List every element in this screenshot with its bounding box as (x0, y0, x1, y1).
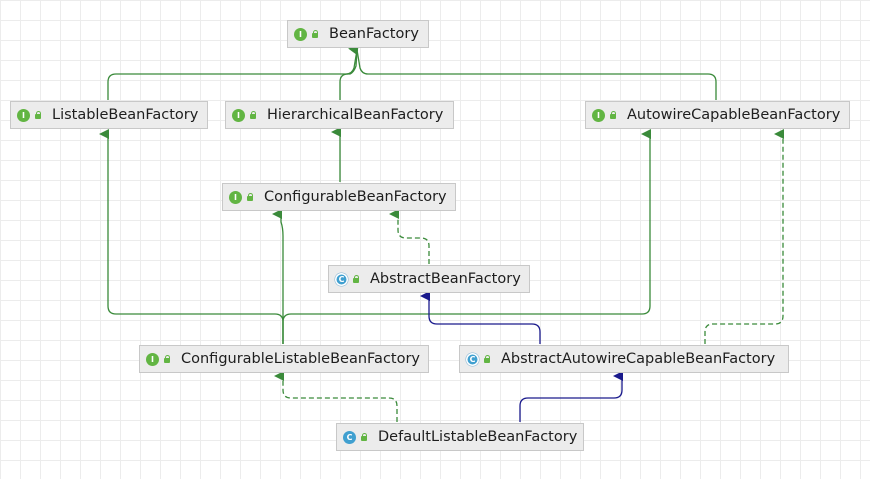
public-lock-icon (246, 193, 254, 201)
node-label: AutowireCapableBeanFactory (627, 107, 841, 123)
interface-icon: I (17, 108, 30, 122)
edge-default-to-abstractautowire (519, 371, 623, 422)
public-lock-icon (249, 111, 257, 119)
public-lock-icon (360, 433, 368, 441)
node-abstract-autowire-capable-bean-factory[interactable]: C AbstractAutowireCapableBeanFactory (459, 345, 789, 373)
public-lock-icon (609, 111, 617, 119)
edge-abstractautowire-to-abstractbean (420, 291, 541, 344)
node-bean-factory[interactable]: I BeanFactory (287, 20, 429, 48)
node-default-listable-bean-factory[interactable]: C DefaultListableBeanFactory (336, 423, 584, 451)
node-autowire-capable-bean-factory[interactable]: I AutowireCapableBeanFactory (585, 101, 850, 129)
interface-icon: I (592, 108, 605, 122)
edge-abstractbean-to-configurable (389, 209, 430, 264)
edge-autowire-to-beanfactory (356, 49, 717, 100)
interface-icon: I (146, 352, 159, 366)
public-lock-icon (163, 355, 171, 363)
abstract-class-icon: C (335, 272, 348, 286)
edge-hierarchical-to-beanfactory (339, 49, 358, 100)
public-lock-icon (34, 111, 42, 119)
public-lock-icon (311, 30, 319, 38)
public-lock-icon (483, 355, 491, 363)
node-label: ConfigurableBeanFactory (264, 189, 447, 205)
node-label: DefaultListableBeanFactory (378, 429, 578, 445)
class-icon: C (343, 430, 356, 444)
abstract-class-icon: C (466, 352, 479, 366)
edge-listable-to-beanfactory (107, 45, 359, 100)
edge-configlistable-to-listable (99, 129, 284, 344)
node-label: BeanFactory (329, 26, 419, 42)
node-label: AbstractBeanFactory (370, 271, 521, 287)
interface-icon: I (232, 108, 245, 122)
node-configurable-bean-factory[interactable]: I ConfigurableBeanFactory (222, 183, 456, 211)
node-listable-bean-factory[interactable]: I ListableBeanFactory (10, 101, 208, 129)
public-lock-icon (352, 275, 360, 283)
node-hierarchical-bean-factory[interactable]: I HierarchicalBeanFactory (225, 101, 454, 129)
node-label: AbstractAutowireCapableBeanFactory (501, 351, 776, 367)
edge-abstractautowire-to-autowire (704, 129, 784, 344)
node-configurable-listable-bean-factory[interactable]: I ConfigurableListableBeanFactory (139, 345, 429, 373)
node-label: ConfigurableListableBeanFactory (181, 351, 421, 367)
edge-default-to-configlistable (274, 371, 398, 422)
edge-configlistable-to-configurable (272, 209, 284, 344)
interface-icon: I (294, 27, 307, 41)
node-label: HierarchicalBeanFactory (267, 107, 444, 123)
interface-icon: I (229, 190, 242, 204)
node-label: ListableBeanFactory (52, 107, 199, 123)
edge-configlistable-to-autowire (282, 129, 651, 344)
node-abstract-bean-factory[interactable]: C AbstractBeanFactory (328, 265, 530, 293)
